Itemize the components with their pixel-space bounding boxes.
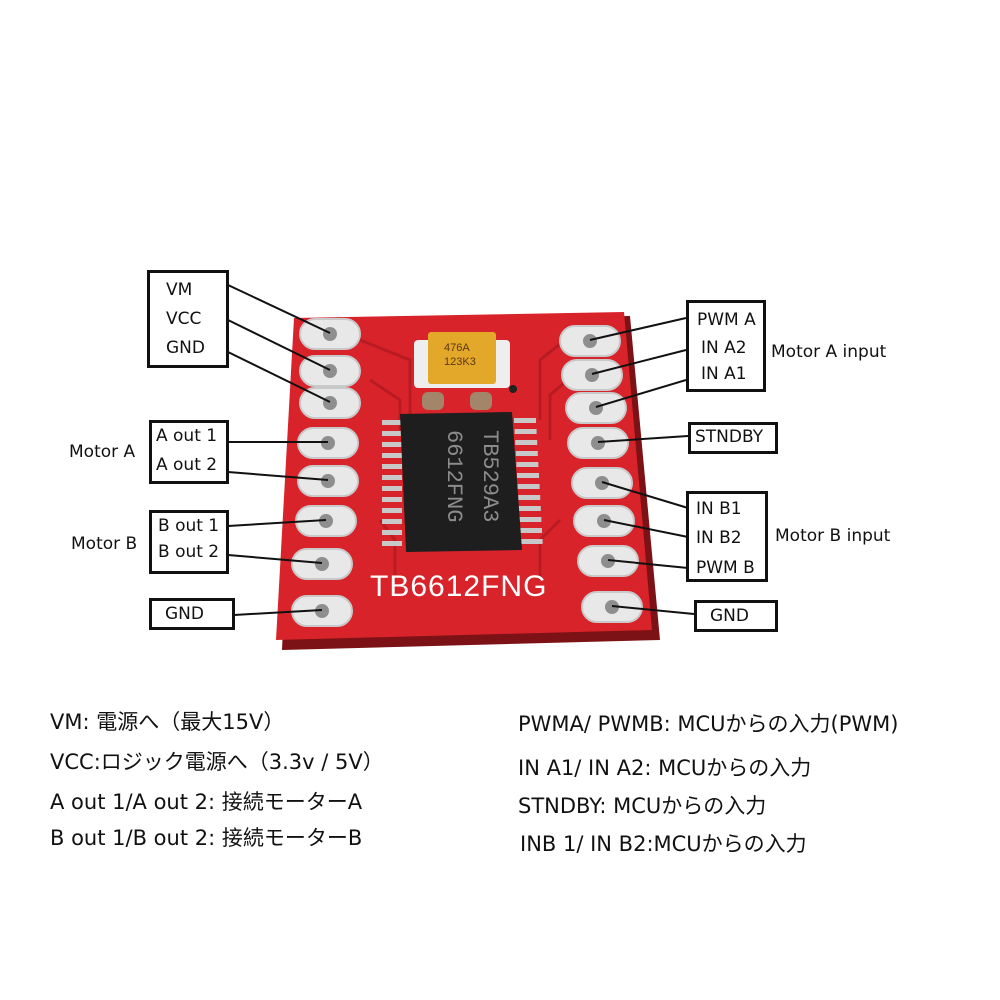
capacitor-marking-top: 476A: [444, 342, 470, 354]
silkscreen-label: TB6612FNG: [370, 570, 547, 603]
pin-label-stndby: STNDBY: [695, 427, 764, 447]
motor-a-input-box: [686, 300, 766, 392]
chip-pin-right-6: [517, 473, 539, 478]
pin-label-in-a2: IN A2: [701, 338, 747, 358]
chip-pin-left-10: [382, 519, 402, 524]
description-in-a: IN A1/ IN A2: MCUからの入力: [518, 756, 812, 780]
motor-a-output-box: [149, 420, 229, 484]
chip-pin-right-10: [519, 517, 542, 522]
chip-pin-left-2: [382, 431, 402, 436]
capacitor-marking-bottom: 123K3: [444, 356, 476, 368]
pin-label-in-a1: IN A1: [701, 364, 747, 384]
pin-label-in-b1: IN B1: [696, 499, 742, 519]
chip-pin-left-9: [382, 508, 402, 513]
description-vm: VM: 電源へ（最大15V）: [50, 710, 285, 734]
left-pad-7-hole: [315, 557, 329, 571]
chip-pin-left-8: [382, 497, 402, 502]
description-stndby: STNDBY: MCUからの入力: [518, 794, 767, 818]
pin-label-b-out-1: B out 1: [158, 516, 220, 536]
pin-label-vcc: VCC: [166, 309, 202, 329]
chip-pin-right-7: [517, 484, 540, 489]
smd-pad-right: [470, 392, 492, 410]
pin-label-a-out-1: A out 1: [156, 426, 218, 446]
pin-label-gnd-right: GND: [710, 606, 749, 626]
chip-pins: [382, 418, 543, 546]
chip-pin-left-3: [382, 442, 402, 447]
chip-pin-right-9: [518, 506, 541, 511]
pin-label-a-out-2: A out 2: [156, 455, 218, 475]
via-dot: [509, 385, 517, 393]
capacitor: [428, 332, 496, 384]
left-pad-column: [291, 318, 361, 627]
description-pwm: PWMA/ PWMB: MCUからの入力(PWM): [518, 712, 899, 736]
chip-pin-right-12: [520, 539, 543, 544]
pin-label-in-b2: IN B2: [696, 528, 742, 548]
right-pad-3-hole: [589, 401, 603, 415]
left-gnd-box: [149, 598, 235, 630]
chip-pin-left-4: [382, 453, 402, 458]
pin-label-b-out-2: B out 2: [158, 542, 220, 562]
ic-chip: [400, 412, 522, 552]
right-pad-2-hole: [585, 368, 599, 382]
left-pad-5-hole: [321, 474, 335, 488]
motor-b-input-box: [686, 491, 768, 582]
pin-label-vm: VM: [166, 280, 193, 300]
description-in-b: INB 1/ IN B2:MCUからの入力: [520, 832, 807, 856]
group-label-motor-b: Motor B: [71, 534, 138, 554]
chip-pin-left-6: [382, 475, 402, 480]
chip-pin-left-7: [382, 486, 402, 491]
chip-pin-left-1: [382, 420, 402, 425]
chip-pin-left-11: [382, 530, 402, 535]
pin-label-pwm-a: PWM A: [697, 310, 756, 330]
smd-pad-left: [422, 392, 444, 410]
chip-pin-right-11: [520, 528, 542, 533]
description-vcc: VCC:ロジック電源へ（3.3v / 5V）: [50, 750, 384, 774]
chip-pin-right-5: [516, 462, 539, 467]
chip-pin-left-5: [382, 464, 402, 469]
pin-label-gnd-top: GND: [166, 338, 205, 358]
chip-pin-right-4: [515, 451, 538, 456]
left-pad-3-hole: [323, 396, 337, 410]
left-pad-2-hole: [323, 364, 337, 378]
chip-pin-right-8: [518, 495, 541, 500]
group-label-motor-b-input: Motor B input: [775, 526, 891, 546]
group-label-motor-a: Motor A: [69, 442, 136, 462]
chip-marking-bottom: 6612FNG: [441, 430, 466, 522]
chip-pin-right-2: [514, 429, 537, 434]
right-gnd-box: [694, 600, 778, 632]
standby-box: [688, 422, 778, 454]
chip-pin-left-12: [382, 541, 402, 546]
motor-b-output-box: [149, 510, 229, 574]
right-pad-1-hole: [583, 334, 597, 348]
chip-pin-right-3: [515, 440, 538, 445]
right-pad-4-hole: [591, 436, 605, 450]
description-motor-a: A out 1/A out 2: 接続モーターA: [50, 790, 363, 814]
description-motor-b: B out 1/B out 2: 接続モーターB: [50, 826, 363, 850]
chip-marking-top: TB529A3: [477, 430, 502, 522]
pin-label-pwm-b: PWM B: [696, 558, 755, 578]
left-pad-1-hole: [323, 327, 337, 341]
chip-pin-right-1: [514, 418, 536, 423]
pin-label-gnd-left: GND: [165, 604, 204, 624]
power-pin-label-box: [147, 270, 229, 368]
group-label-motor-a-input: Motor A input: [771, 342, 887, 362]
leader-lines: [227, 284, 695, 616]
